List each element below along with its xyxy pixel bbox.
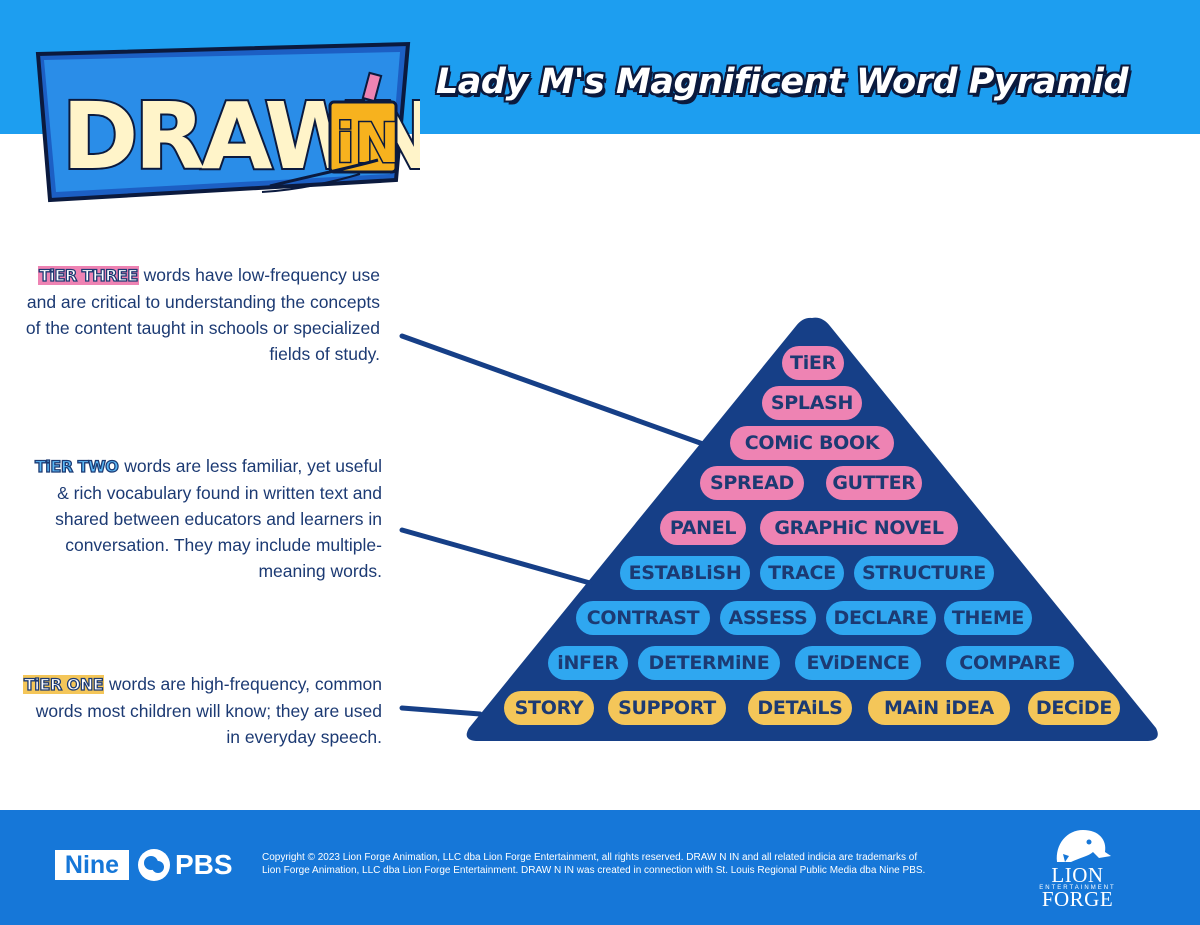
pbs-head-icon [138,849,170,881]
nine-label: Nine [55,850,129,880]
word-pill: STORY [504,691,594,725]
lion-icon [1056,830,1111,862]
tier-two-tag: TiER TWO [34,456,120,477]
lion-forge-name: LION FORGE [1041,863,1114,911]
word-pill: ASSESS [720,601,816,635]
word-pill: TRACE [760,556,844,590]
word-pill: EViDENCE [795,646,921,680]
word-pill: ESTABLiSH [620,556,750,590]
tier-two-pointer [399,527,593,586]
word-pill: DECiDE [1028,691,1120,725]
tier-two-text: words are less familiar, yet useful & ri… [55,456,382,581]
tier-one-tag: TiER ONE [23,674,104,695]
nine-pbs-logo: Nine PBS [55,846,233,886]
word-pill: SPLASH [762,386,862,420]
word-pill: THEME [944,601,1032,635]
word-pill: SUPPORT [608,691,726,725]
word-pill: MAiN iDEA [868,691,1010,725]
word-pill: TiER [782,346,844,380]
tier-one-pointer [399,705,483,717]
copyright-line: Lion Forge Animation, LLC dba Lion Forge… [262,865,926,876]
tier-one-description: TiER ONE words are high-frequency, commo… [22,671,382,750]
lion-forge-logo: LION FORGE ENTERTAINMENT [1015,822,1140,911]
word-pill: COMiC BOOK [730,426,894,460]
page-title: Lady M's Magnificent Word Pyramid [436,62,1129,102]
tier-one-text: words are high-frequency, common words m… [35,674,382,747]
word-pill: COMPARE [946,646,1074,680]
copyright-notice: Copyright © 2023 Lion Forge Animation, L… [262,851,1002,877]
word-pill: DETAiLS [748,691,852,725]
tier-two-description: TiER TWO words are less familiar, yet us… [22,453,382,584]
tier-three-pointer [399,333,706,447]
word-pill: STRUCTURE [854,556,994,590]
tier-three-text: words have low-frequency use and are cri… [25,265,380,364]
copyright-line: Copyright © 2023 Lion Forge Animation, L… [262,852,918,863]
logo-suffix: iN [336,112,400,175]
footer-band [0,810,1200,925]
drawn-in-logo: DRAWN iN [30,40,420,205]
word-pill: DETERMiNE [638,646,780,680]
word-pill: SPREAD [700,466,804,500]
word-pill: iNFER [548,646,628,680]
lion-forge-subtitle: ENTERTAINMENT [1039,885,1116,891]
word-pill: CONTRAST [576,601,710,635]
word-pill: DECLARE [826,601,936,635]
pbs-label: PBS [175,849,233,880]
word-pill: PANEL [660,511,746,545]
word-pill: GUTTER [826,466,922,500]
word-pill: GRAPHiC NOVEL [760,511,958,545]
tier-three-description: TiER THREE words have low-frequency use … [20,262,380,367]
tier-three-tag: TiER THREE [38,265,139,286]
